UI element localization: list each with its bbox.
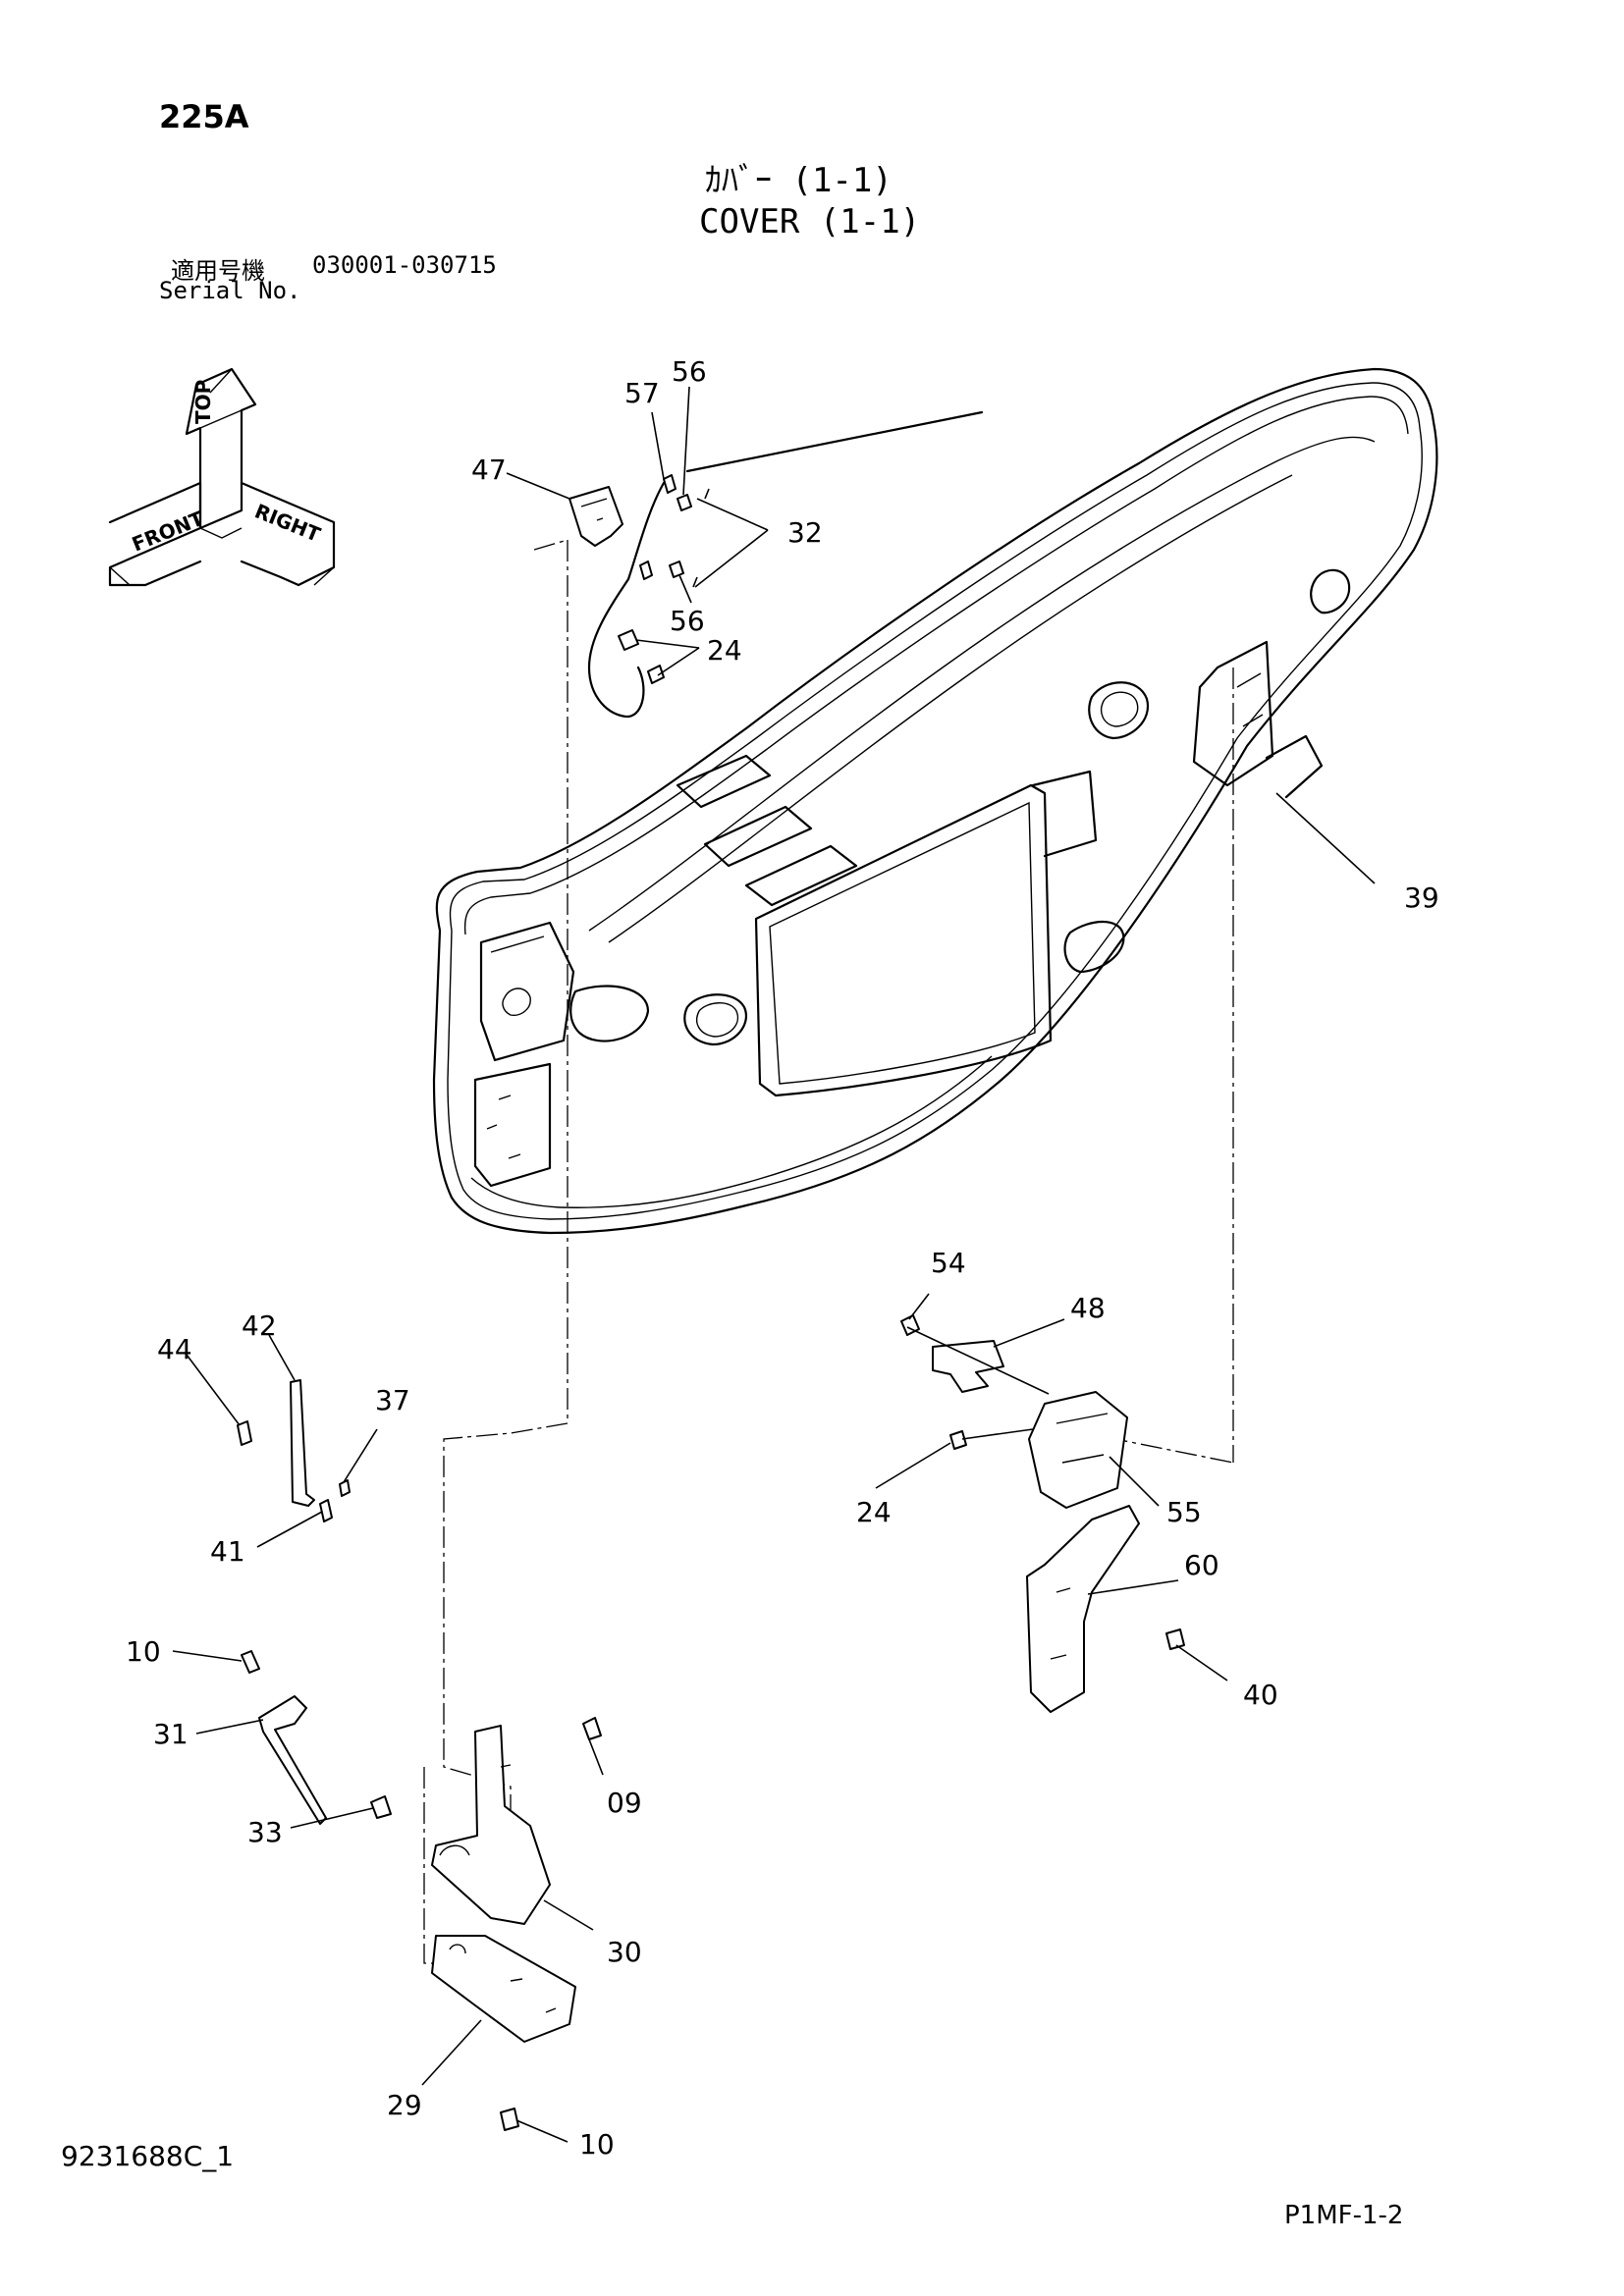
callout-label: 10 xyxy=(126,1635,161,1668)
callout-label: 37 xyxy=(375,1384,410,1416)
callout-label: 56 xyxy=(670,605,705,637)
orientation-indicator: TOP FRONT RIGHT xyxy=(108,367,336,587)
cover-body xyxy=(432,367,1438,1235)
callout-label: 09 xyxy=(607,1787,642,1819)
serial-range: 030001-030715 xyxy=(312,251,497,279)
model-number: 225A xyxy=(159,98,249,135)
callout-label: 24 xyxy=(707,634,742,667)
callout-label: 54 xyxy=(931,1247,966,1279)
cable-assembly xyxy=(568,474,710,719)
callout-label: 24 xyxy=(856,1496,892,1528)
page-title: COVER (1-1) xyxy=(699,202,921,241)
callout-label: 41 xyxy=(210,1535,245,1568)
serial-label: Serial No. xyxy=(159,277,301,304)
callout-label: 39 xyxy=(1404,881,1439,914)
callout-label: 32 xyxy=(787,516,823,549)
callout-label: 55 xyxy=(1166,1496,1202,1528)
callout-label: 56 xyxy=(672,355,707,388)
callout-label: 10 xyxy=(579,2128,615,2161)
orientation-front-label: FRONT xyxy=(129,507,207,557)
callout-label: 48 xyxy=(1070,1292,1106,1324)
callout-label: 44 xyxy=(157,1333,192,1365)
callout-label: 29 xyxy=(387,2089,422,2121)
callout-label: 60 xyxy=(1184,1549,1219,1581)
callout-label: 40 xyxy=(1243,1679,1278,1711)
callout-labels: 57 56 47 32 56 24 39 44 42 37 41 54 48 2… xyxy=(126,355,1439,2161)
lower-center-brackets xyxy=(241,1650,602,2131)
lower-left-small-parts xyxy=(237,1379,351,1522)
document-id: 9231688C_1 xyxy=(61,2140,235,2172)
callout-label: 42 xyxy=(242,1309,277,1342)
callout-label: 31 xyxy=(153,1718,189,1750)
reference-lines xyxy=(423,539,1234,1964)
orientation-top-label: TOP xyxy=(191,380,215,424)
serial-label-japanese: 適用号機 xyxy=(171,257,265,285)
page-title-japanese: ｶﾊﾞｰ (1-1) xyxy=(705,161,893,200)
leader-lines xyxy=(172,386,1376,2143)
callout-label: 30 xyxy=(607,1936,642,1968)
page-id: P1MF-1-2 xyxy=(1284,2201,1404,2230)
lower-right-brackets xyxy=(900,1314,1185,1713)
callout-label: 33 xyxy=(247,1816,283,1848)
callout-label: 47 xyxy=(471,454,507,486)
callout-label: 57 xyxy=(624,377,660,409)
orientation-right-label: RIGHT xyxy=(251,499,324,546)
